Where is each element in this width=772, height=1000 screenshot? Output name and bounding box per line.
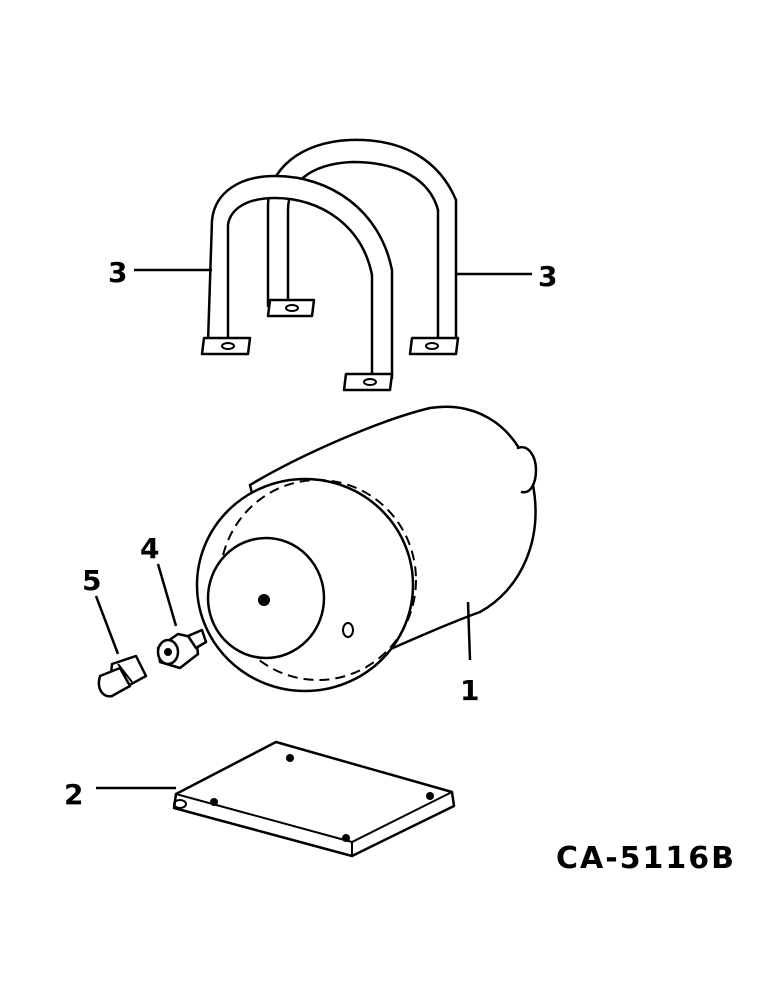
callout-4: 4: [140, 532, 159, 565]
figure-id: CA-5116B: [556, 841, 736, 876]
leader-line-5: [94, 595, 120, 655]
cylindrical-tank: [195, 405, 538, 693]
callout-3-left: 3: [108, 256, 127, 289]
fitting: [156, 628, 208, 670]
mounting-strap-front: [200, 174, 394, 392]
mounting-strap-rear: [266, 138, 460, 356]
callout-5: 5: [82, 564, 101, 597]
callout-3-right: 3: [538, 260, 557, 293]
mounting-plate: [172, 740, 456, 858]
plug: [97, 654, 148, 698]
leader-line-1: [466, 601, 472, 661]
leader-line-4: [156, 563, 178, 627]
callout-1: 1: [460, 674, 479, 707]
callout-2: 2: [64, 778, 83, 811]
